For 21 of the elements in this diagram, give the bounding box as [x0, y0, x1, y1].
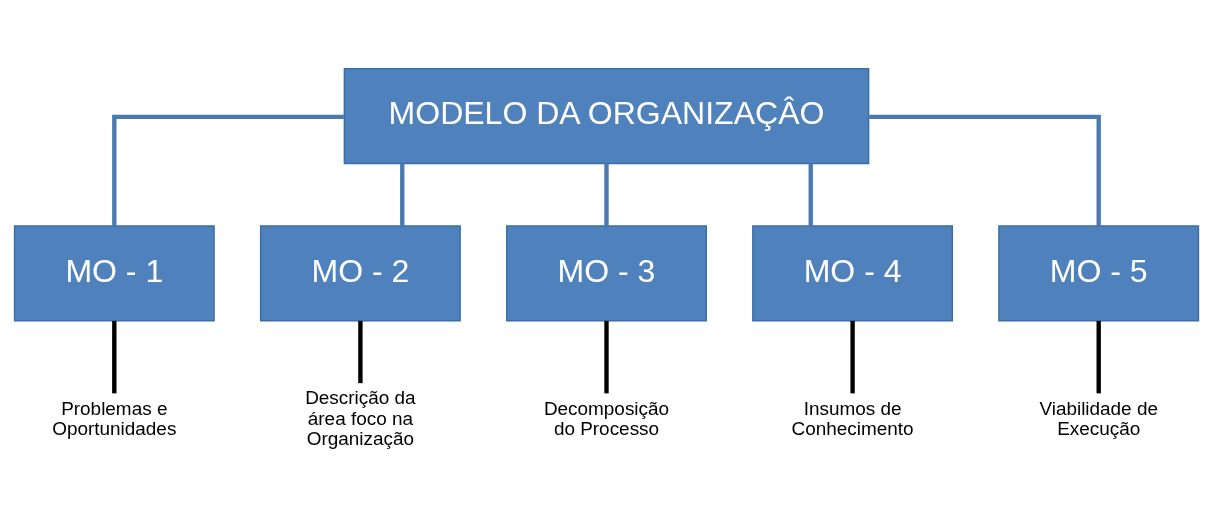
connector: [869, 114, 1101, 226]
connector: [358, 320, 363, 383]
connector: [400, 163, 405, 226]
connector: [604, 163, 609, 226]
node-box: MO - 2: [259, 224, 461, 321]
node-text: Viabilidade de Execução: [1039, 397, 1158, 439]
connector: [112, 114, 344, 226]
node-text: Decomposição do Processo: [543, 397, 670, 439]
node-box: MO - 5: [998, 224, 1200, 321]
node-text: Problemas e Oportunidades: [52, 397, 177, 439]
node-text: Insumos de Conhecimento: [791, 397, 914, 439]
connector: [808, 163, 813, 226]
connector: [604, 320, 609, 393]
node-box: MO - 3: [506, 224, 707, 321]
node-box: MO - 1: [13, 224, 215, 321]
connector: [112, 320, 117, 393]
node-text: Descrição da área foco na Organização: [305, 386, 416, 449]
connector: [1096, 320, 1101, 393]
node-box: MODELO DA ORGANIZAÇÂO: [343, 67, 870, 164]
node-box: MO - 4: [752, 224, 954, 321]
connector: [850, 320, 855, 393]
